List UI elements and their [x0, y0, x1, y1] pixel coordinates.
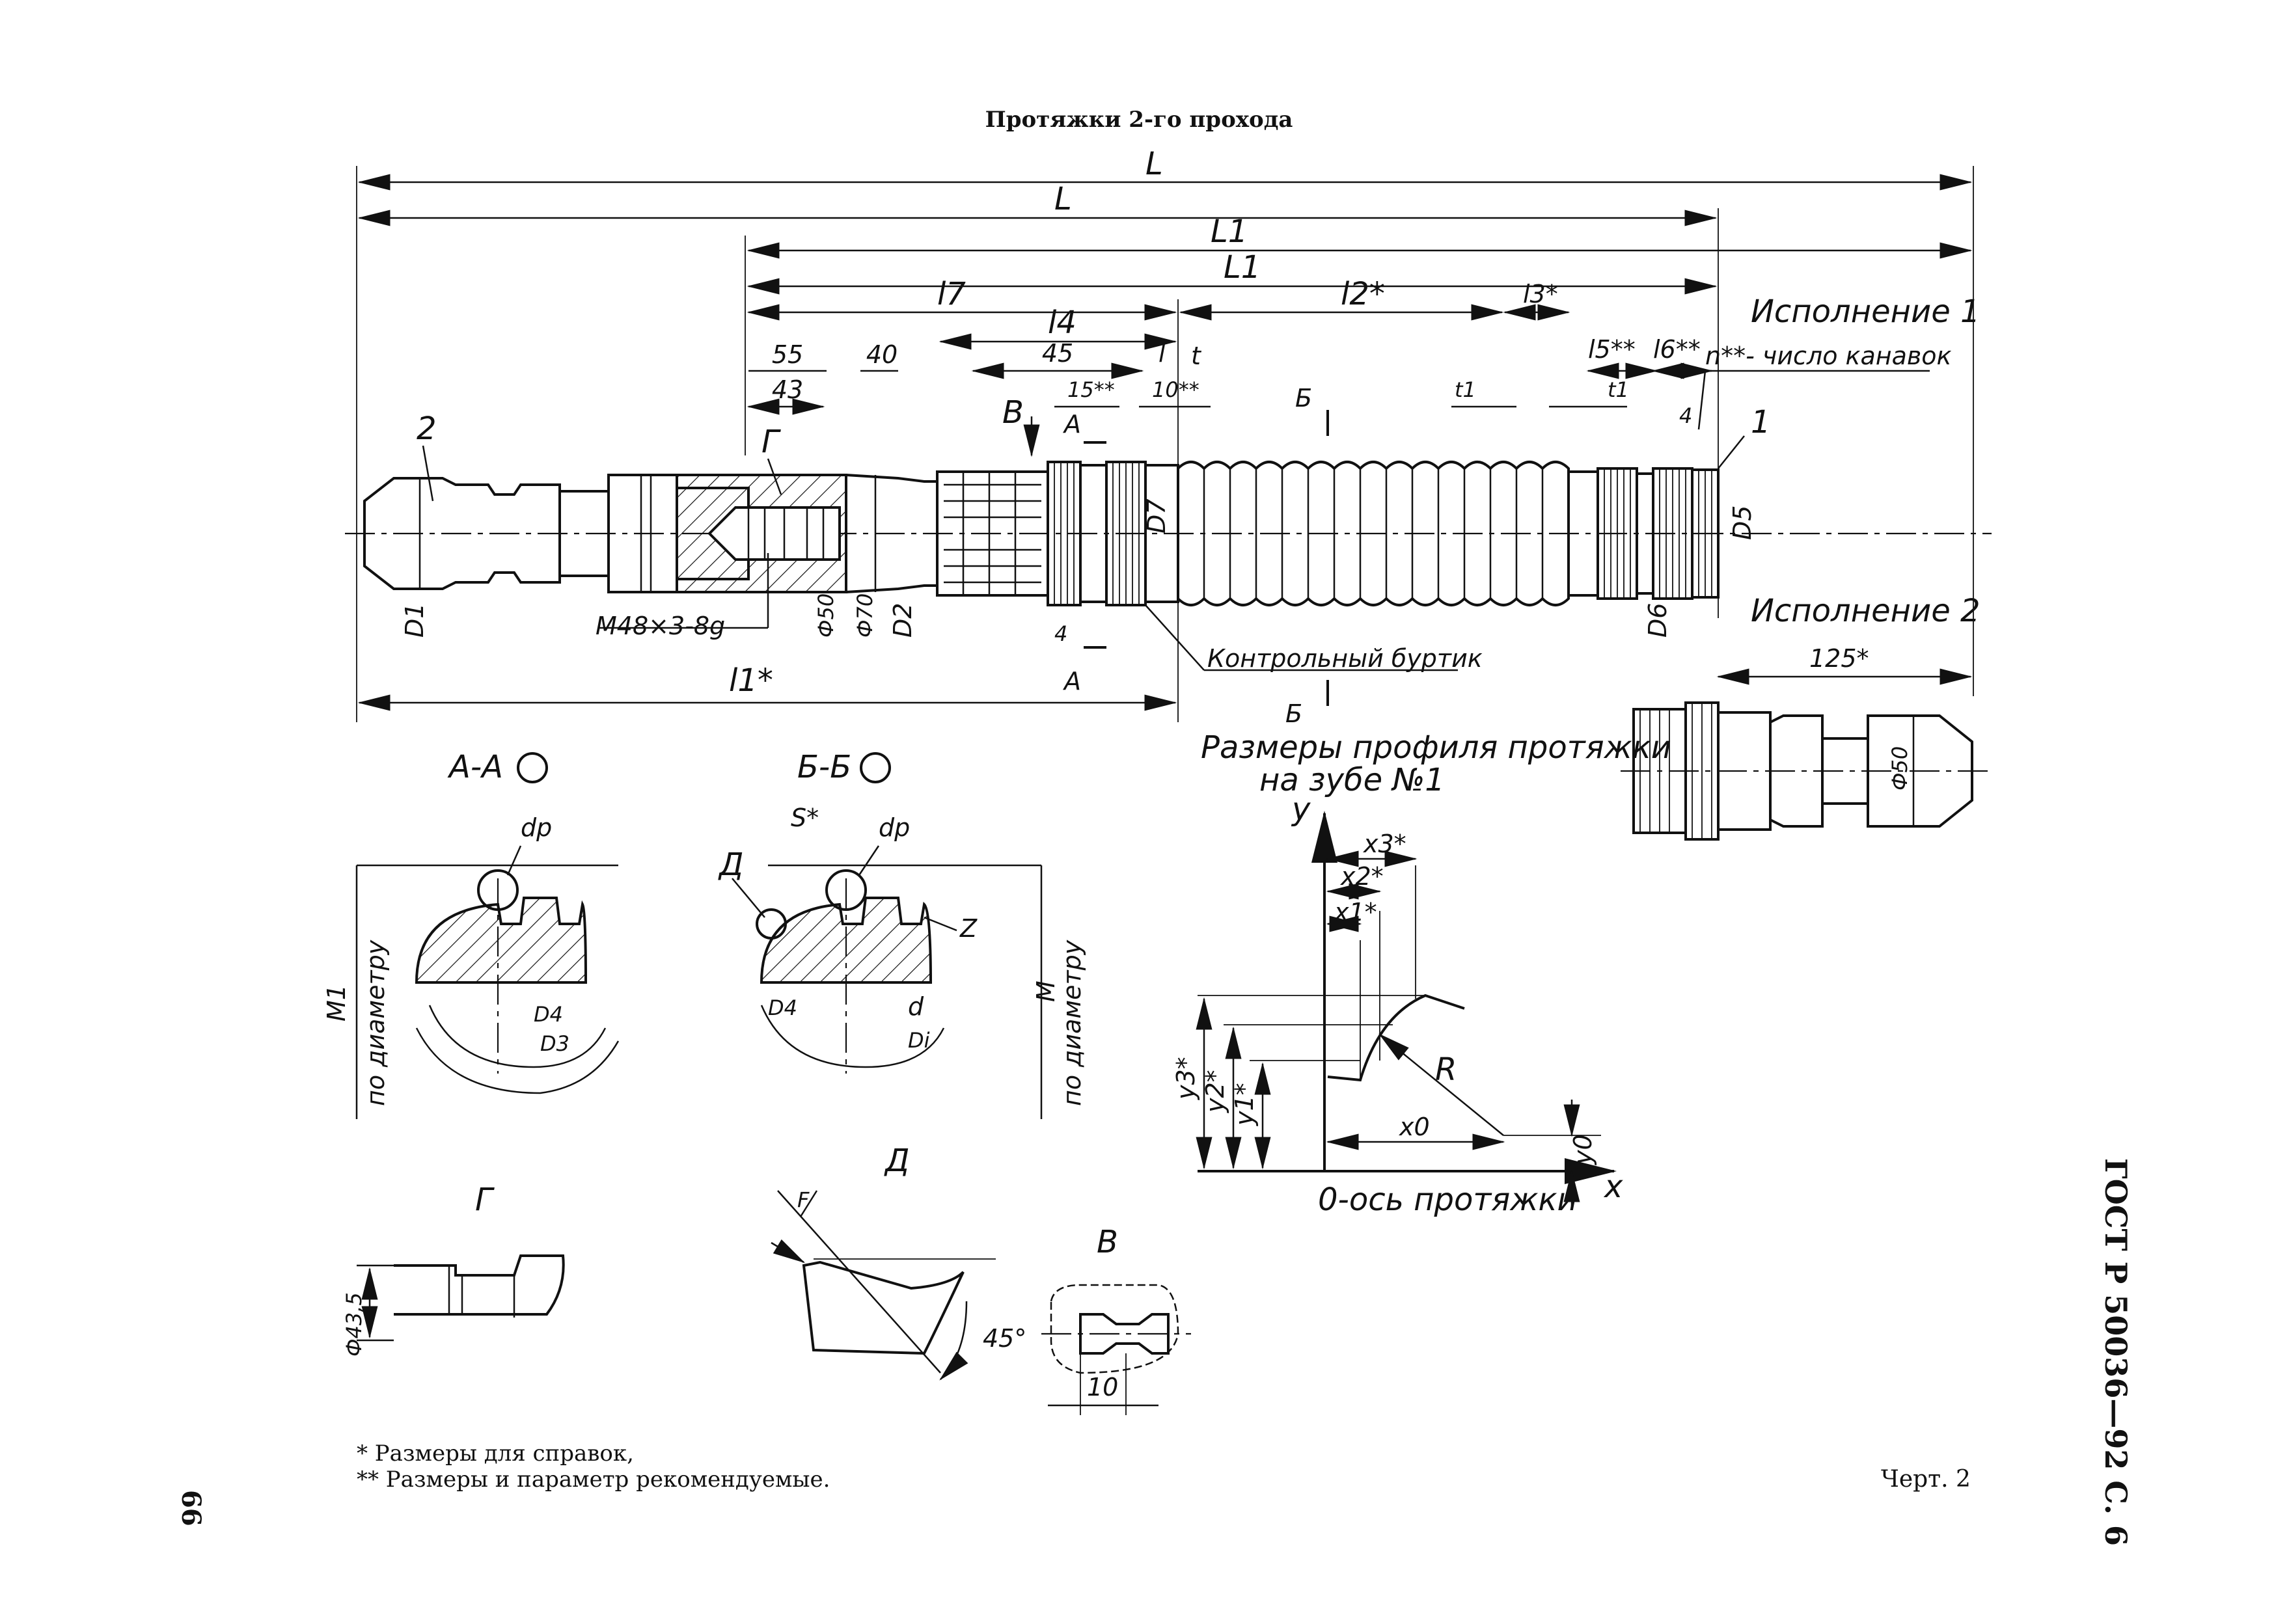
dim-y1: y1* [1230, 1083, 1259, 1126]
dim-10: 10** [1152, 377, 1199, 402]
dim-l5: l5** [1588, 335, 1636, 364]
label-thread: M48×3-8g [596, 612, 725, 640]
dim-t1-b: t1 [1608, 377, 1629, 402]
label-D7: D7 [1142, 499, 1171, 534]
axis-x: x [1603, 1169, 1623, 1205]
broach-body: D1 Ф50 Ф70 D2 D7 D5 D6 M48×3-8g 2 1 Г В … [345, 384, 1992, 728]
note-execution2: Исполнение 2 [1751, 593, 1981, 629]
dim-l6: l6** [1653, 335, 1701, 364]
label-D-detail: Д [718, 846, 744, 883]
label-phi70: Ф70 [853, 593, 877, 638]
section-bb: Б-Б M по диаметру dp S* Д Z d D4 Di [718, 749, 1086, 1119]
label-M: M [1032, 981, 1060, 1002]
label-phi43: Ф43,5 [342, 1292, 366, 1357]
figure-label: Черт. 2 [1881, 1466, 1971, 1493]
dim-45: 45 [1042, 339, 1073, 368]
label-A-bottom: А [1062, 667, 1081, 696]
label-D3-a: D3 [540, 1031, 569, 1056]
overall-dimensions: L L L1 L1 l7 l2* l3* l4 55 40 43 45 l t … [356, 146, 1974, 722]
axis-y: y [1291, 791, 1311, 828]
label-po-diam-b: по диаметру [1058, 940, 1086, 1106]
profile-title-1: Размеры профиля протяжки [1201, 729, 1671, 766]
label-phi50-shank: Ф50 [1887, 746, 1912, 791]
label-D2: D2 [888, 603, 917, 638]
label-dp-a: dp [521, 813, 552, 842]
label-10-v: 10 [1087, 1373, 1118, 1401]
dim-L1: L1 [1224, 249, 1261, 286]
dim-55: 55 [772, 340, 803, 369]
dim-x2: x2* [1340, 862, 1384, 891]
dim-15: 15** [1067, 377, 1115, 402]
label-V-view: В [1002, 394, 1024, 431]
dim-125: 125* [1809, 644, 1869, 673]
label-F: F [797, 1187, 810, 1212]
execution-notes: Исполнение 1 n**- число канавок 4 Исполн… [1145, 293, 1981, 673]
label-phi50: Ф50 [814, 593, 838, 638]
callout-1: 1 [1751, 404, 1771, 440]
dim-x1: x1* [1334, 898, 1377, 927]
section-aa: А-А M1 по диаметру dp D4 D3 [322, 749, 620, 1119]
dim-l1: l1* [729, 662, 773, 699]
note-execution1: Исполнение 1 [1751, 293, 1981, 330]
dim-x3: x3* [1363, 830, 1406, 858]
dim-y3: y3* [1172, 1057, 1200, 1100]
label-D5: D5 [1728, 506, 1757, 540]
note-control: Контрольный буртик [1207, 644, 1483, 673]
section-bb-title: Б-Б [797, 749, 851, 785]
dim-L-total: L [1145, 146, 1163, 182]
dim-x0: x0 [1399, 1113, 1430, 1141]
dim-l7: l7 [937, 276, 966, 312]
dim-t: t [1191, 342, 1202, 370]
footnote-2: ** Размеры и параметр рекомендуемые. [357, 1467, 830, 1493]
label-po-diam-a: по диаметру [361, 940, 390, 1106]
label-B-top: Б [1295, 384, 1312, 413]
label-D4-a: D4 [534, 1002, 563, 1027]
label-angle45: 45° [983, 1324, 1026, 1353]
detail-v-title: В [1097, 1224, 1118, 1260]
page-number: 66 [176, 1490, 206, 1526]
dim-R: R [1435, 1051, 1457, 1088]
dim-l: l [1158, 339, 1166, 368]
page-title: Протяжки 2-го прохода [985, 107, 1293, 133]
dim-t1-a: t1 [1455, 377, 1476, 402]
detail-v: В 10 [1041, 1224, 1191, 1415]
label-dp-b: dp [879, 813, 910, 842]
label-G-detail: Г [761, 424, 781, 460]
profile-diagram: Размеры профиля протяжки на зубе №1 y x … [1172, 729, 1671, 1218]
label-A-top: А [1062, 410, 1081, 439]
footnote-1: * Размеры для справок, [357, 1441, 634, 1467]
dim-40: 40 [866, 340, 898, 369]
label-Di: Di [908, 1028, 930, 1053]
label-Z: Z [959, 914, 978, 943]
detail-g-title: Г [475, 1182, 495, 1218]
label-S: S* [791, 804, 819, 832]
detail-d: Д F 45° [771, 1143, 1026, 1381]
execution2-shank: Ф50 [1621, 701, 1992, 841]
detail-g: Г Ф43,5 [342, 1182, 565, 1357]
dim-l2: l2* [1341, 276, 1385, 312]
label-D6: D6 [1643, 603, 1672, 638]
label-D1: D1 [400, 603, 429, 638]
note-grooves: n**- число канавок [1705, 342, 1952, 370]
dim-43: 43 [772, 375, 803, 404]
label-B-bottom: Б [1285, 699, 1302, 728]
dim-l4: l4 [1048, 304, 1076, 341]
axis-label: 0-ось протяжки [1318, 1182, 1578, 1218]
dim-4-a: 4 [1054, 621, 1067, 646]
detail-d-title: Д [884, 1143, 910, 1179]
label-D4-b: D4 [768, 995, 797, 1020]
callout-2: 2 [417, 411, 437, 447]
dim-y0: y0 [1569, 1134, 1597, 1165]
dim-L1-total: L1 [1211, 213, 1248, 250]
label-d: d [908, 992, 924, 1021]
section-aa-title: А-А [447, 749, 503, 785]
dim-4-b: 4 [1679, 403, 1692, 428]
dim-l3: l3* [1523, 280, 1558, 308]
dim-y2: y2* [1201, 1070, 1229, 1113]
profile-title-2: на зубе №1 [1259, 762, 1445, 798]
gost-side-label: ГОСТ Р 50036—92 С. 6 [2098, 1158, 2133, 1546]
dim-L: L [1054, 181, 1072, 217]
label-M1: M1 [322, 984, 351, 1022]
